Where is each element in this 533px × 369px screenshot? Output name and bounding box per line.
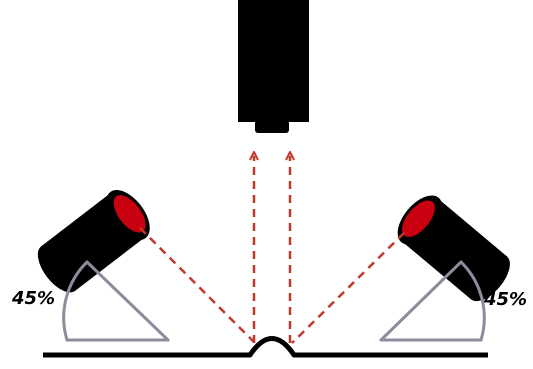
inspected-surface	[43, 336, 488, 358]
left-light-source	[37, 190, 150, 293]
left-angle-protractor	[62, 260, 170, 342]
top-camera-body	[238, 0, 309, 122]
left-light-lens	[113, 195, 146, 233]
left-angle-label: 45%	[12, 288, 56, 309]
left-incident-beam	[139, 227, 256, 344]
right-incident-beam	[291, 232, 405, 344]
left-light-back-cap	[37, 244, 79, 293]
top-camera-lens	[255, 120, 289, 133]
top-camera	[238, 0, 309, 133]
right-angle-label: 45%	[484, 289, 528, 310]
right-light-lens	[402, 200, 435, 237]
right-angle-protractor	[379, 260, 486, 342]
